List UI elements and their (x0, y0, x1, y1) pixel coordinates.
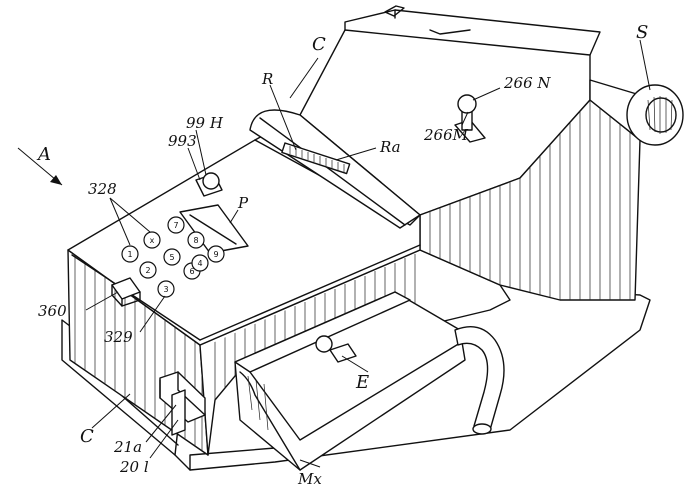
key: 8 (187, 231, 205, 249)
label-328: 328 (88, 180, 117, 198)
label-266n: 266 N (503, 74, 551, 92)
svg-text:x: x (150, 236, 155, 245)
label-c-bottom: C (80, 426, 94, 447)
zero-key-360 (111, 277, 141, 307)
key: 4 (191, 254, 209, 272)
label-p: P (237, 194, 249, 212)
arrow-a (17, 147, 63, 186)
label-r: R (261, 70, 273, 88)
key: 9 (207, 245, 225, 263)
label-ra: Ra (379, 138, 401, 156)
svg-text:3: 3 (163, 285, 168, 294)
svg-text:2: 2 (145, 266, 150, 275)
platen-knob (626, 84, 684, 146)
svg-text:9: 9 (213, 250, 218, 259)
reference-labels: C S R Ra 266 N 266M 99 H 993 A 328 P 360… (36, 22, 648, 488)
svg-text:4: 4 (197, 259, 202, 268)
label-99h: 99 H (186, 114, 224, 132)
svg-text:8: 8 (193, 236, 198, 245)
key: x (143, 231, 161, 249)
leader-lines (85, 39, 651, 468)
key: 5 (163, 248, 181, 266)
key: 3 (157, 280, 175, 298)
svg-text:1: 1 (127, 250, 132, 259)
key: 2 (139, 261, 157, 279)
lever-266 (454, 94, 486, 143)
svg-text:5: 5 (169, 253, 174, 262)
register-hood (249, 109, 421, 229)
crank-handle (454, 326, 505, 435)
svg-text:7: 7 (173, 221, 178, 230)
result-register-window (281, 142, 351, 175)
label-329: 329 (104, 328, 133, 346)
label-201: 20 l (119, 458, 149, 476)
label-993: 993 (168, 132, 197, 150)
key: 1 (121, 245, 139, 263)
label-e: E (355, 372, 369, 393)
lever-99h (195, 172, 223, 197)
upper-housing (299, 9, 641, 301)
keyboard-keys: 7 8 9 x 1 5 6 2 3 4 (121, 216, 225, 298)
svg-text:6: 6 (189, 267, 194, 276)
label-360: 360 (38, 302, 67, 320)
label-c-top: C (312, 34, 326, 55)
label-21a: 21a (113, 438, 142, 456)
platen-roller (384, 5, 684, 146)
label-266m: 266M (423, 126, 469, 144)
drawer-mx (234, 291, 466, 471)
label-a: A (36, 144, 51, 165)
key: 7 (167, 216, 185, 234)
label-mx: Mx (297, 470, 322, 488)
label-s: S (636, 22, 648, 43)
